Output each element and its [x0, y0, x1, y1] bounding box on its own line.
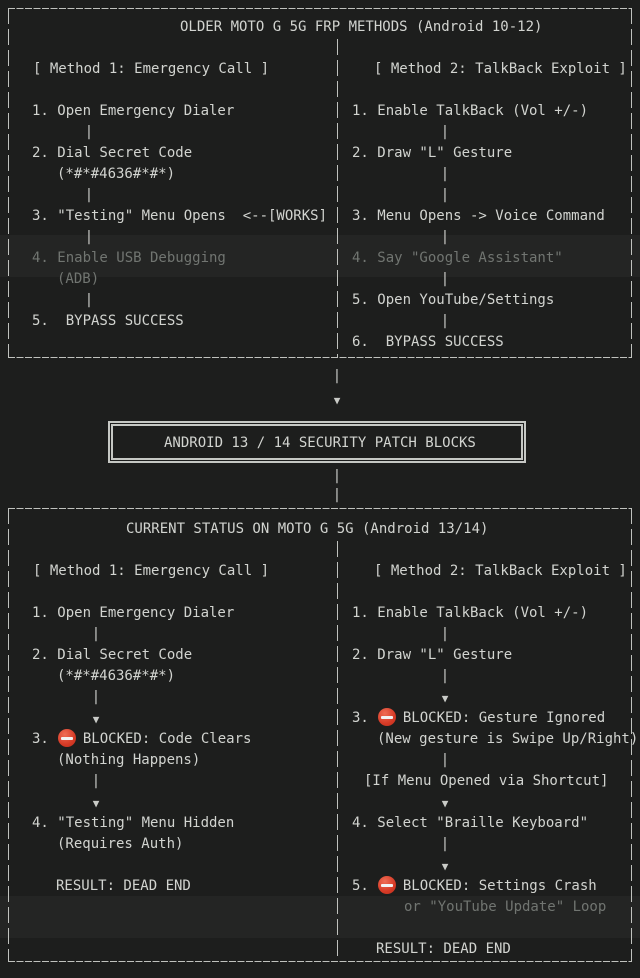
column-divider	[337, 541, 338, 961]
method1-header: [ Method 1: Emergency Call ]	[33, 563, 270, 579]
no-entry-icon	[377, 708, 396, 726]
box-border-right	[631, 8, 632, 358]
step-row: 4. Enable USB Debugging	[32, 250, 226, 266]
step-subtext: (New gesture is Swipe Up/Right)	[377, 731, 639, 747]
flow-connector: |	[91, 626, 101, 642]
flow-connector: |	[84, 124, 94, 140]
step-row: 5. BYPASS SUCCESS	[32, 313, 184, 329]
box1-title: OLDER MOTO G 5G FRP METHODS (Android 10-…	[180, 19, 543, 35]
flow-connector: |	[332, 468, 342, 484]
flow-connector: |	[440, 752, 450, 768]
older-methods-box	[8, 8, 632, 358]
flow-connector: |	[440, 124, 450, 140]
flow-connector: |	[91, 773, 101, 789]
step-subtext: or "YouTube Update" Loop	[404, 899, 607, 915]
banner-title: ANDROID 13 / 14 SECURITY PATCH BLOCKS	[164, 435, 476, 451]
blocked-label: BLOCKED: Settings Crash	[402, 878, 597, 894]
blocked-label: BLOCKED: Code Clears	[82, 731, 252, 747]
step-row: 6. BYPASS SUCCESS	[352, 334, 504, 350]
step-subtext: (Requires Auth)	[57, 836, 184, 852]
down-arrow-icon: ▼	[333, 394, 341, 407]
method2-header: [ Method 2: TalkBack Exploit ]	[374, 563, 627, 579]
method2-header: [ Method 2: TalkBack Exploit ]	[374, 61, 627, 77]
box-border-left	[8, 8, 9, 358]
blocked-label: BLOCKED: Gesture Ignored	[402, 710, 606, 726]
condition-note: [If Menu Opened via Shortcut]	[364, 773, 609, 789]
step-row: 3. "Testing" Menu Opens <--[WORKS]	[32, 208, 328, 224]
step-row: 5. Open YouTube/Settings	[352, 292, 555, 308]
column-divider	[337, 39, 338, 357]
step-subtext: (*#*#4636#*#*)	[57, 668, 176, 684]
step-row: 4. "Testing" Menu Hidden	[32, 815, 235, 831]
flow-connector: |	[440, 836, 450, 852]
flow-connector: |	[440, 668, 450, 684]
no-entry-icon	[57, 729, 76, 747]
security-patch-banner: ANDROID 13 / 14 SECURITY PATCH BLOCKS	[108, 421, 526, 463]
step-number: 3.	[32, 731, 49, 747]
blocked-step-row: 3. BLOCKED: Code Clears	[32, 729, 251, 750]
flow-connector: |	[440, 187, 450, 203]
flow-connector: |	[440, 313, 450, 329]
flow-connector: |	[84, 187, 94, 203]
blocked-step-row: 5. BLOCKED: Settings Crash	[352, 876, 597, 897]
step-row: 4. Select "Braille Keyboard"	[352, 815, 589, 831]
box-border-bottom	[8, 961, 632, 962]
box-border-bottom	[8, 357, 632, 358]
step-row: 1. Open Emergency Dialer	[32, 605, 235, 621]
step-subtext: (*#*#4636#*#*)	[57, 166, 176, 182]
flow-connector: |	[332, 487, 342, 503]
box2-title: CURRENT STATUS ON MOTO G 5G (Android 13/…	[126, 521, 489, 537]
down-arrow-icon: ▼	[441, 797, 449, 810]
result-row: RESULT: DEAD END	[56, 878, 191, 894]
step-row: 2. Dial Secret Code	[32, 145, 193, 161]
down-arrow-icon: ▼	[92, 797, 100, 810]
flow-connector: |	[440, 229, 450, 245]
method1-header: [ Method 1: Emergency Call ]	[33, 61, 270, 77]
flow-connector: |	[440, 626, 450, 642]
step-row: 4. Say "Google Assistant"	[352, 250, 563, 266]
down-arrow-icon: ▼	[441, 860, 449, 873]
box-border-top	[8, 508, 632, 509]
step-row: 3. Menu Opens -> Voice Command	[352, 208, 605, 224]
step-number: 3.	[352, 710, 369, 726]
step-row: 2. Dial Secret Code	[32, 647, 193, 663]
step-row: 1. Enable TalkBack (Vol +/-)	[352, 605, 589, 621]
step-row: 2. Draw "L" Gesture	[352, 647, 513, 663]
flow-connector: |	[84, 229, 94, 245]
flow-connector: |	[84, 292, 94, 308]
flow-connector: |	[440, 271, 450, 287]
no-entry-icon	[377, 876, 396, 894]
result-row: RESULT: DEAD END	[376, 941, 511, 957]
current-status-box	[8, 508, 632, 962]
step-row: 2. Draw "L" Gesture	[352, 145, 513, 161]
box-border-right	[631, 508, 632, 962]
box-border-left	[8, 508, 9, 962]
step-subtext: (Nothing Happens)	[57, 752, 201, 768]
flow-connector: |	[91, 689, 101, 705]
blocked-step-row: 3. BLOCKED: Gesture Ignored	[352, 708, 605, 729]
flow-connector: |	[440, 166, 450, 182]
step-subtext: (ADB)	[57, 271, 100, 287]
down-arrow-icon: ▼	[441, 692, 449, 705]
step-row: 1. Enable TalkBack (Vol +/-)	[352, 103, 589, 119]
step-row: 1. Open Emergency Dialer	[32, 103, 235, 119]
box-border-top	[8, 8, 632, 9]
flow-connector: |	[332, 368, 342, 384]
down-arrow-icon: ▼	[92, 713, 100, 726]
step-number: 5.	[352, 878, 369, 894]
